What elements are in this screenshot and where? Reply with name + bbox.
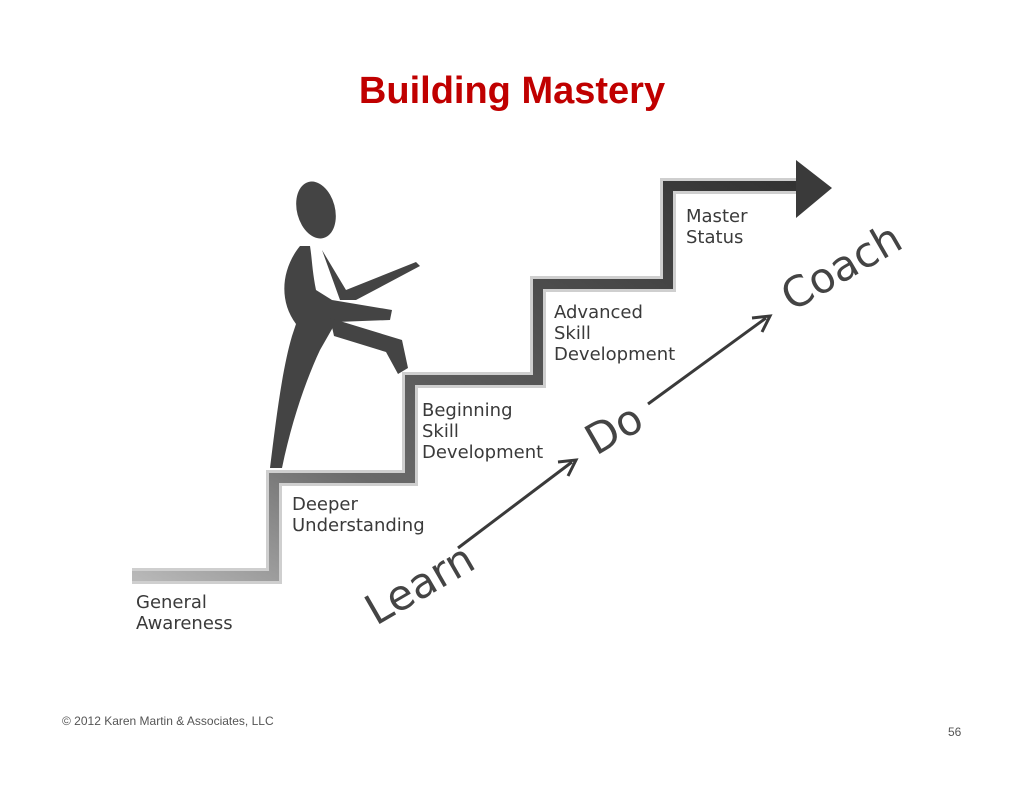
- step-label-beginning-skill: Beginning Skill Development: [422, 400, 544, 463]
- page-title: Building Mastery: [358, 70, 666, 112]
- climbing-person-icon: [270, 181, 420, 468]
- step-label-master-status: Master Status: [686, 206, 748, 248]
- action-word-learn: Learn: [357, 534, 483, 635]
- step-label-advanced-skill: Advanced Skill Development: [554, 302, 676, 365]
- progress-arrows: [457, 314, 773, 550]
- action-word-coach: Coach: [773, 213, 911, 321]
- action-word-do: Do: [577, 393, 652, 464]
- copyright-notice: © 2012 Karen Martin & Associates, LLC: [62, 714, 274, 728]
- step-label-general-awareness: General Awareness: [136, 592, 233, 634]
- step-label-deeper-understanding: Deeper Understanding: [292, 494, 425, 536]
- staircase-arrowhead-icon: [796, 160, 832, 218]
- page-number: 56: [948, 725, 962, 739]
- staircase: [132, 160, 832, 584]
